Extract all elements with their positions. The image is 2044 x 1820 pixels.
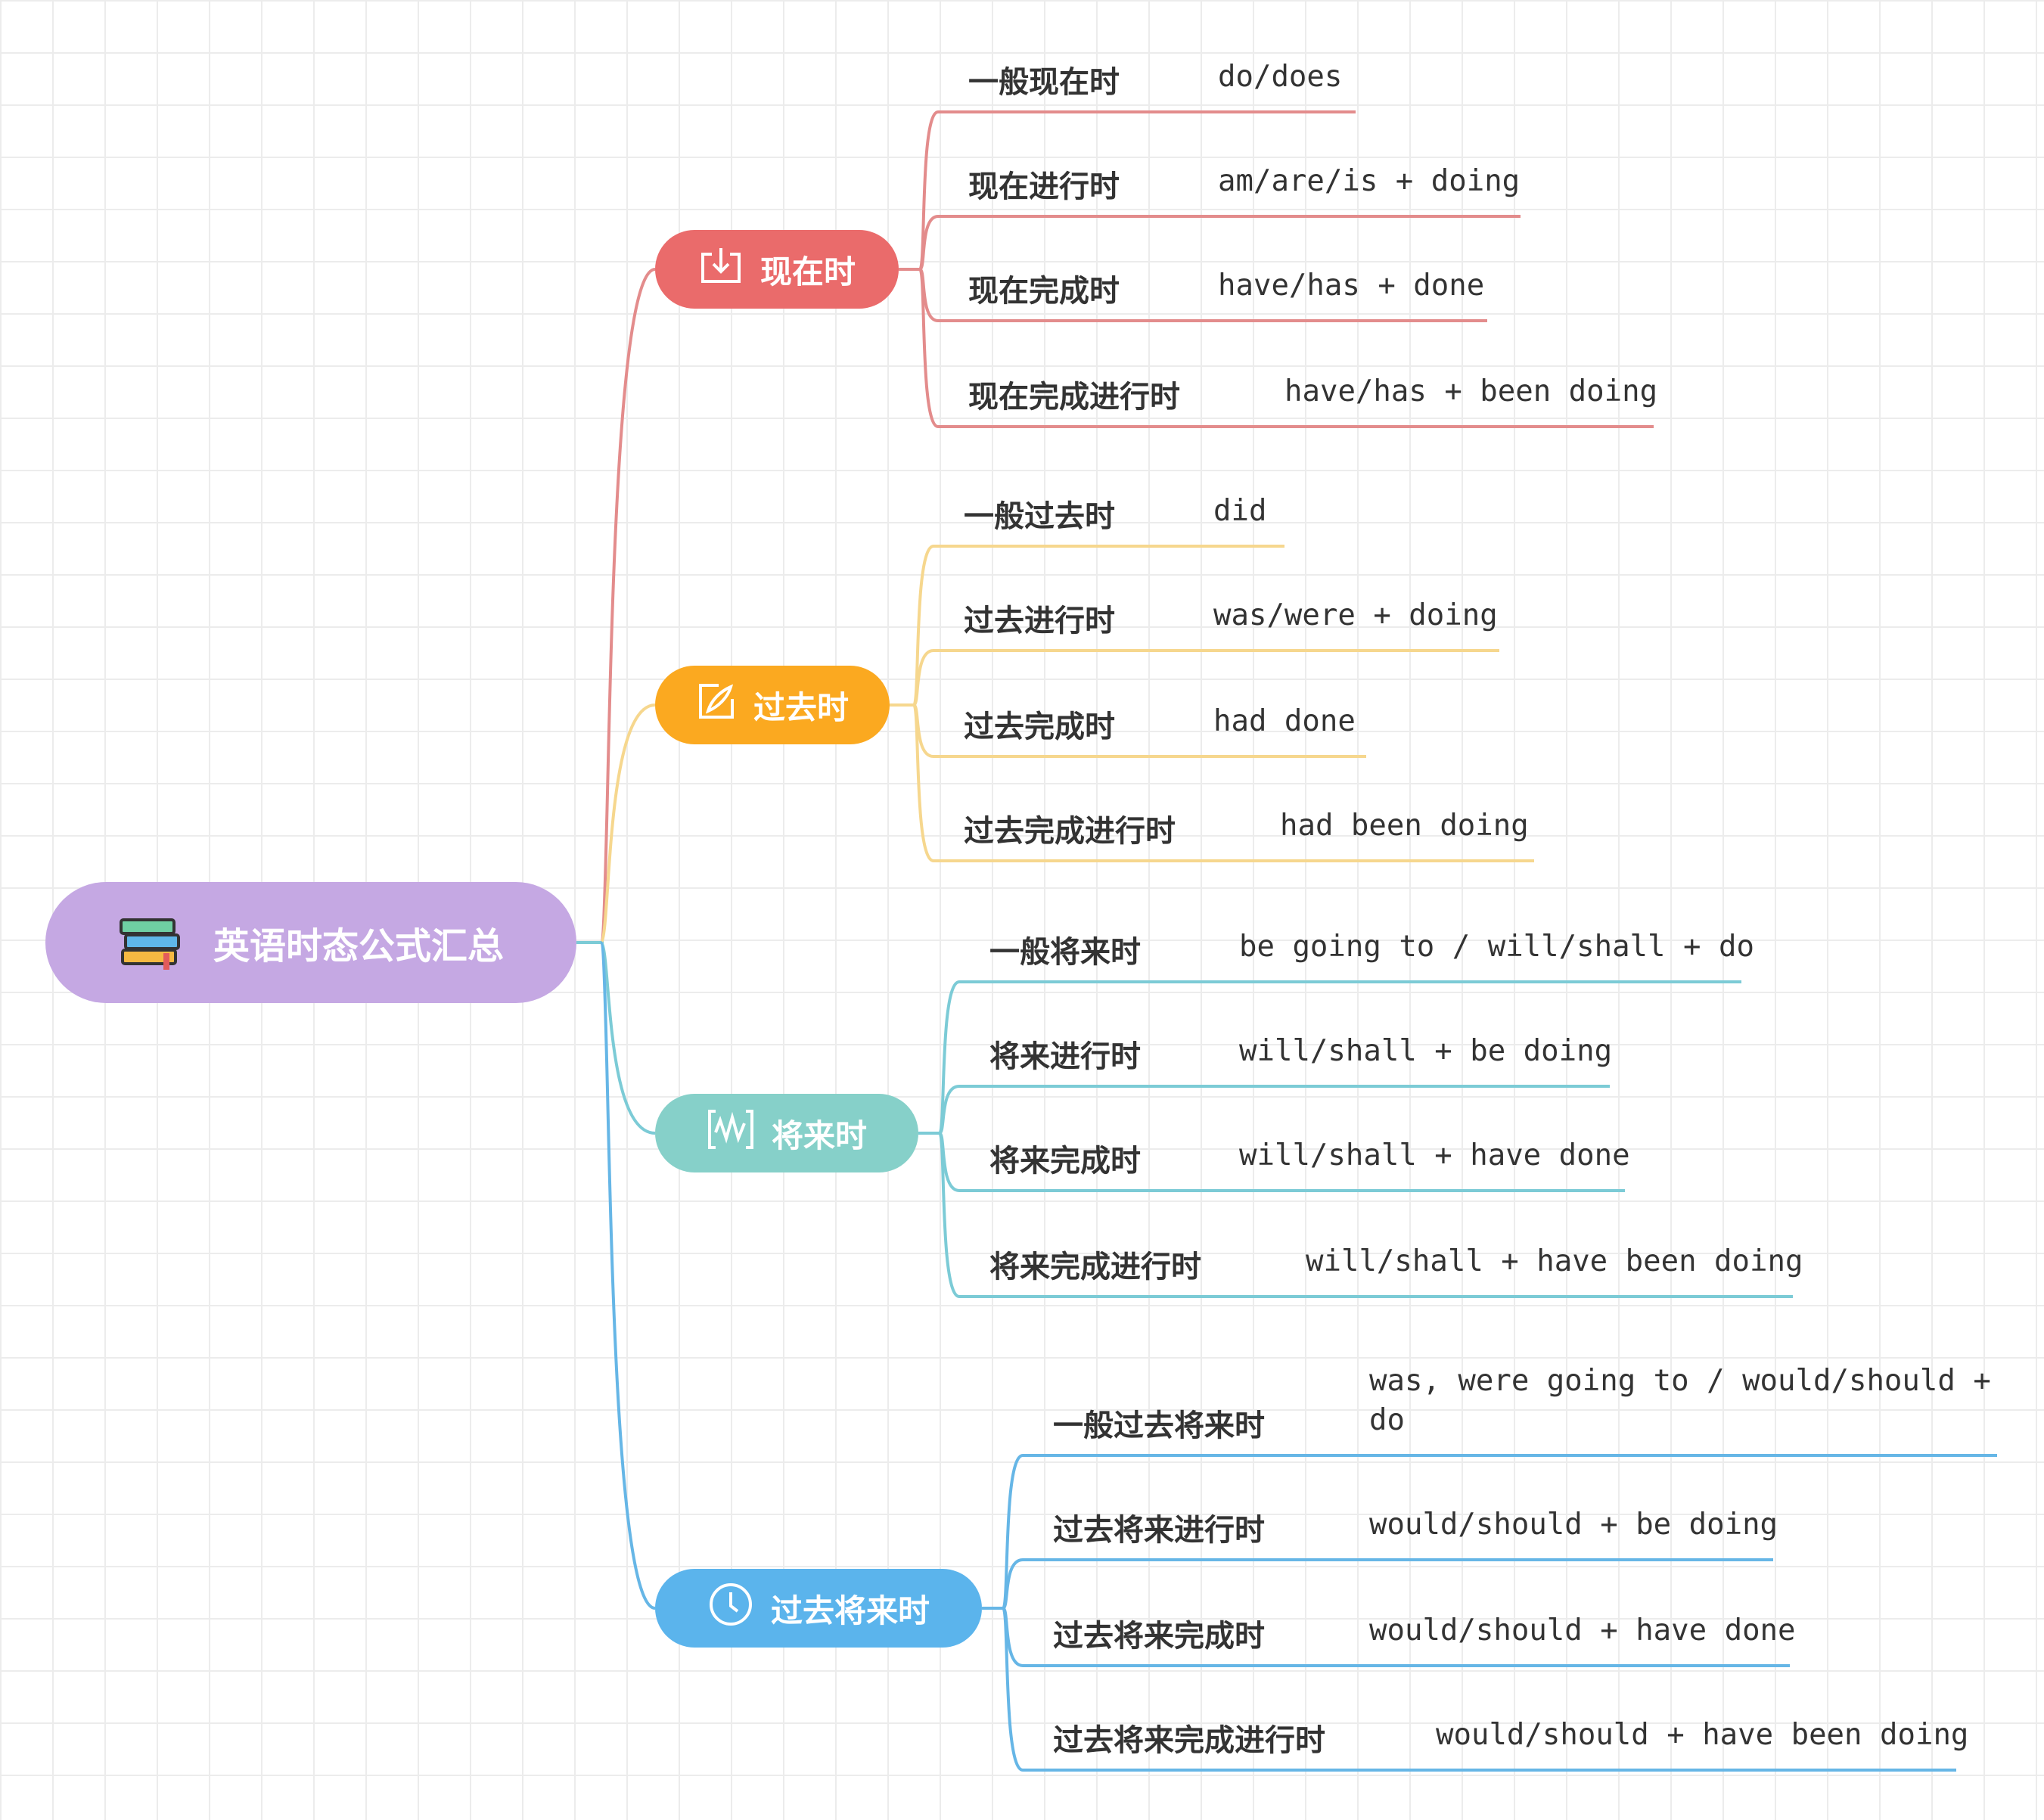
tense-formula: will/shall + have done	[1239, 1138, 1630, 1172]
branch-label: 过去时	[753, 688, 849, 726]
tense-formula: have/has + done	[1218, 269, 1485, 303]
leaf-connector	[1002, 1558, 1024, 1610]
edit-feather-icon	[696, 681, 737, 729]
leaf-connector	[1002, 1454, 1024, 1610]
branch-label: 过去将来时	[770, 1592, 930, 1629]
branch-label: 将来时	[771, 1117, 867, 1154]
tense-label[interactable]: 将来完成时	[989, 1144, 1141, 1179]
tense-label[interactable]: 过去将来完成进行时	[1053, 1723, 1325, 1758]
tense-label[interactable]: 现在进行时	[968, 169, 1120, 204]
tense-formula: would/should + have been doing	[1436, 1718, 1969, 1752]
branch-connector	[599, 268, 656, 944]
tense-formula: will/shall + have been doing	[1306, 1244, 1803, 1278]
tense-formula: would/should + have done	[1369, 1613, 1796, 1648]
tense-formula: had done	[1213, 704, 1356, 738]
tense-label[interactable]: 过去完成时	[964, 710, 1115, 744]
tense-label[interactable]: 将来进行时	[989, 1039, 1141, 1074]
tense-formula: did	[1213, 494, 1267, 528]
branch-future[interactable]: 将来时	[655, 1094, 918, 1172]
leaf-connector	[938, 1132, 960, 1298]
leaf-connector	[912, 703, 934, 862]
tense-formula: was/were + doing	[1213, 598, 1498, 632]
leaf-connector	[1002, 1607, 1024, 1772]
leaf-connector	[918, 215, 939, 271]
books-icon	[118, 911, 186, 974]
branch-connector	[599, 941, 656, 1610]
root-node[interactable]: 英语时态公式汇总	[45, 882, 576, 1003]
leaf-connector	[918, 110, 939, 271]
tense-label[interactable]: 将来完成进行时	[989, 1250, 1201, 1284]
tense-label[interactable]: 一般过去将来时	[1053, 1408, 1265, 1443]
branch-past-future[interactable]: 过去将来时	[655, 1569, 982, 1648]
root-title: 英语时态公式汇总	[213, 925, 504, 967]
leaf-connector	[938, 1085, 960, 1135]
branch-present[interactable]: 现在时	[655, 230, 899, 309]
leaf-connector	[912, 649, 934, 707]
leaf-connector	[938, 980, 960, 1135]
tense-formula: will/shall + be doing	[1239, 1034, 1613, 1068]
tense-formula: be going to / will/shall + do	[1239, 930, 1754, 964]
tense-formula: have/has + been doing	[1284, 374, 1658, 408]
tense-label[interactable]: 现在完成时	[968, 274, 1120, 309]
tense-label[interactable]: 一般过去时	[964, 499, 1115, 534]
tense-label[interactable]: 过去将来完成时	[1053, 1619, 1265, 1654]
tense-formula-continued: do	[1369, 1403, 1405, 1437]
clock-icon	[707, 1581, 754, 1635]
tense-formula: do/does	[1218, 60, 1343, 94]
tense-label[interactable]: 一般将来时	[989, 935, 1141, 970]
waveform-icon	[707, 1107, 755, 1160]
tense-label[interactable]: 过去将来进行时	[1053, 1513, 1265, 1548]
download-icon	[698, 245, 744, 293]
branch-label: 现在时	[760, 253, 856, 290]
tense-label[interactable]: 过去进行时	[964, 604, 1115, 638]
tense-formula: had been doing	[1280, 809, 1529, 843]
tense-label[interactable]: 现在完成进行时	[968, 380, 1180, 415]
tense-label[interactable]: 一般现在时	[968, 65, 1120, 100]
tense-formula: would/should + be doing	[1369, 1508, 1778, 1542]
tense-formula: was, were going to / would/should +	[1369, 1364, 1991, 1398]
leaf-connector	[918, 268, 939, 428]
tense-label[interactable]: 过去完成进行时	[964, 814, 1176, 849]
branch-connector	[599, 703, 656, 944]
tense-formula: am/are/is + doing	[1218, 164, 1521, 198]
branch-past[interactable]: 过去时	[655, 666, 890, 744]
